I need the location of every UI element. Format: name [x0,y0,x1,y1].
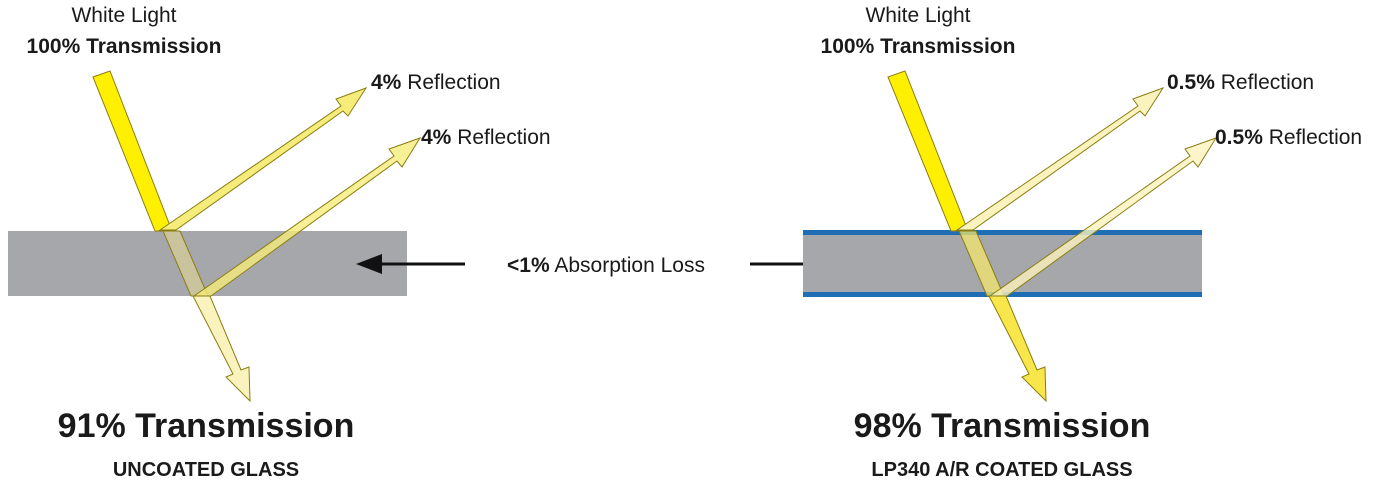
uncoated-transmission-label: 91% Transmission [58,407,355,445]
coated-incident-beam [887,70,969,232]
absorption-arrow-left-head [356,254,382,274]
coated-reflection-arrow-1 [955,87,1165,231]
coated-glass-type: LP340 A/R COATED GLASS [871,459,1132,481]
coated-transmission-label: 98% Transmission [854,407,1151,445]
uncoated-reflection-arrow-1 [158,87,368,231]
uncoated-glass-pane [8,231,407,296]
coated-transmitted-arrow [988,295,1047,403]
absorption-callout: <1% Absorption Loss [356,254,853,277]
uncoated-reflection-label-1: 4% Reflection [371,71,501,94]
coated-top-coating [803,230,1202,235]
coated-panel: White Light 100% Transmission 0.5% Refle… [803,4,1362,481]
uncoated-incident-beam [92,70,173,232]
uncoated-incident-transmission: 100% Transmission [27,35,222,58]
coated-reflection-label-2: 0.5% Reflection [1215,126,1362,149]
coated-reflection-label-1: 0.5% Reflection [1167,71,1314,94]
absorption-label: <1% Absorption Loss [507,254,705,277]
coated-glass-pane [803,231,1202,296]
uncoated-panel: White Light 100% Transmission 4% Reflect… [8,4,551,481]
uncoated-reflection-arrow-2 [192,137,422,297]
uncoated-reflection-label-2: 4% Reflection [421,126,551,149]
uncoated-transmitted-arrow [192,295,251,403]
coated-reflection-arrow-2 [988,137,1218,297]
uncoated-incident-label: White Light [71,4,176,27]
uncoated-glass-type: UNCOATED GLASS [113,459,299,481]
coated-incident-transmission: 100% Transmission [821,35,1016,58]
coated-incident-label: White Light [865,4,970,27]
